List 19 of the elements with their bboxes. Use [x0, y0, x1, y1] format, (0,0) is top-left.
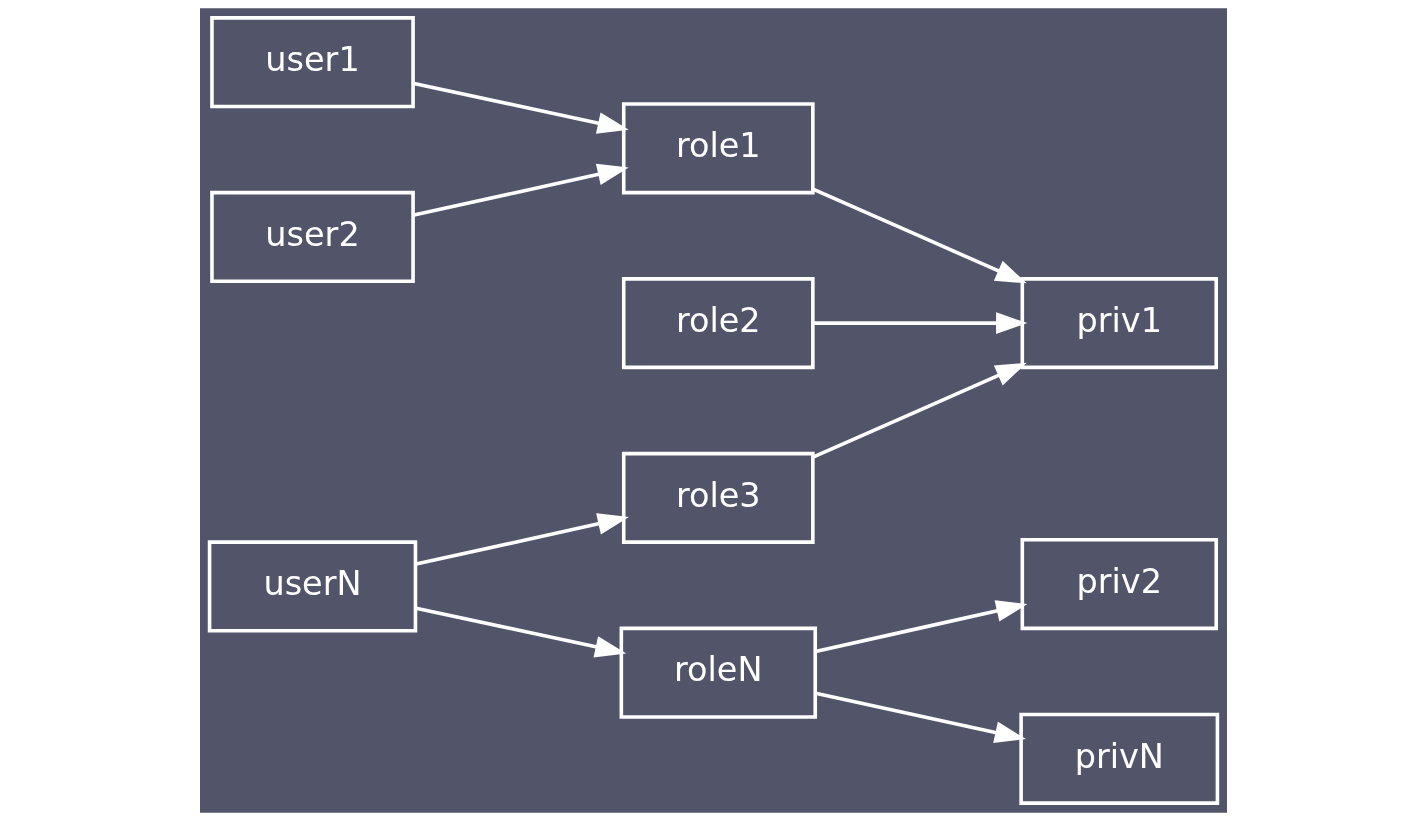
node-box: role2	[621, 277, 815, 370]
node-box: roleN	[619, 626, 817, 719]
arrow	[413, 81, 629, 134]
arrow	[413, 163, 629, 217]
arrow	[812, 362, 1027, 459]
node-box: priv1	[1020, 277, 1218, 370]
node-box: role3	[621, 451, 815, 544]
node-box: privN	[1018, 712, 1219, 805]
arrow	[814, 600, 1027, 654]
node-box: userN	[207, 540, 417, 633]
arrow	[415, 513, 629, 566]
node-box: user1	[209, 16, 415, 109]
arrow	[812, 187, 1027, 284]
node-box: user2	[209, 190, 415, 284]
arrow	[415, 606, 626, 658]
arrow	[813, 312, 1027, 335]
arrow	[814, 691, 1026, 744]
node-box: priv2	[1020, 537, 1218, 631]
node-box: role1	[621, 102, 815, 195]
